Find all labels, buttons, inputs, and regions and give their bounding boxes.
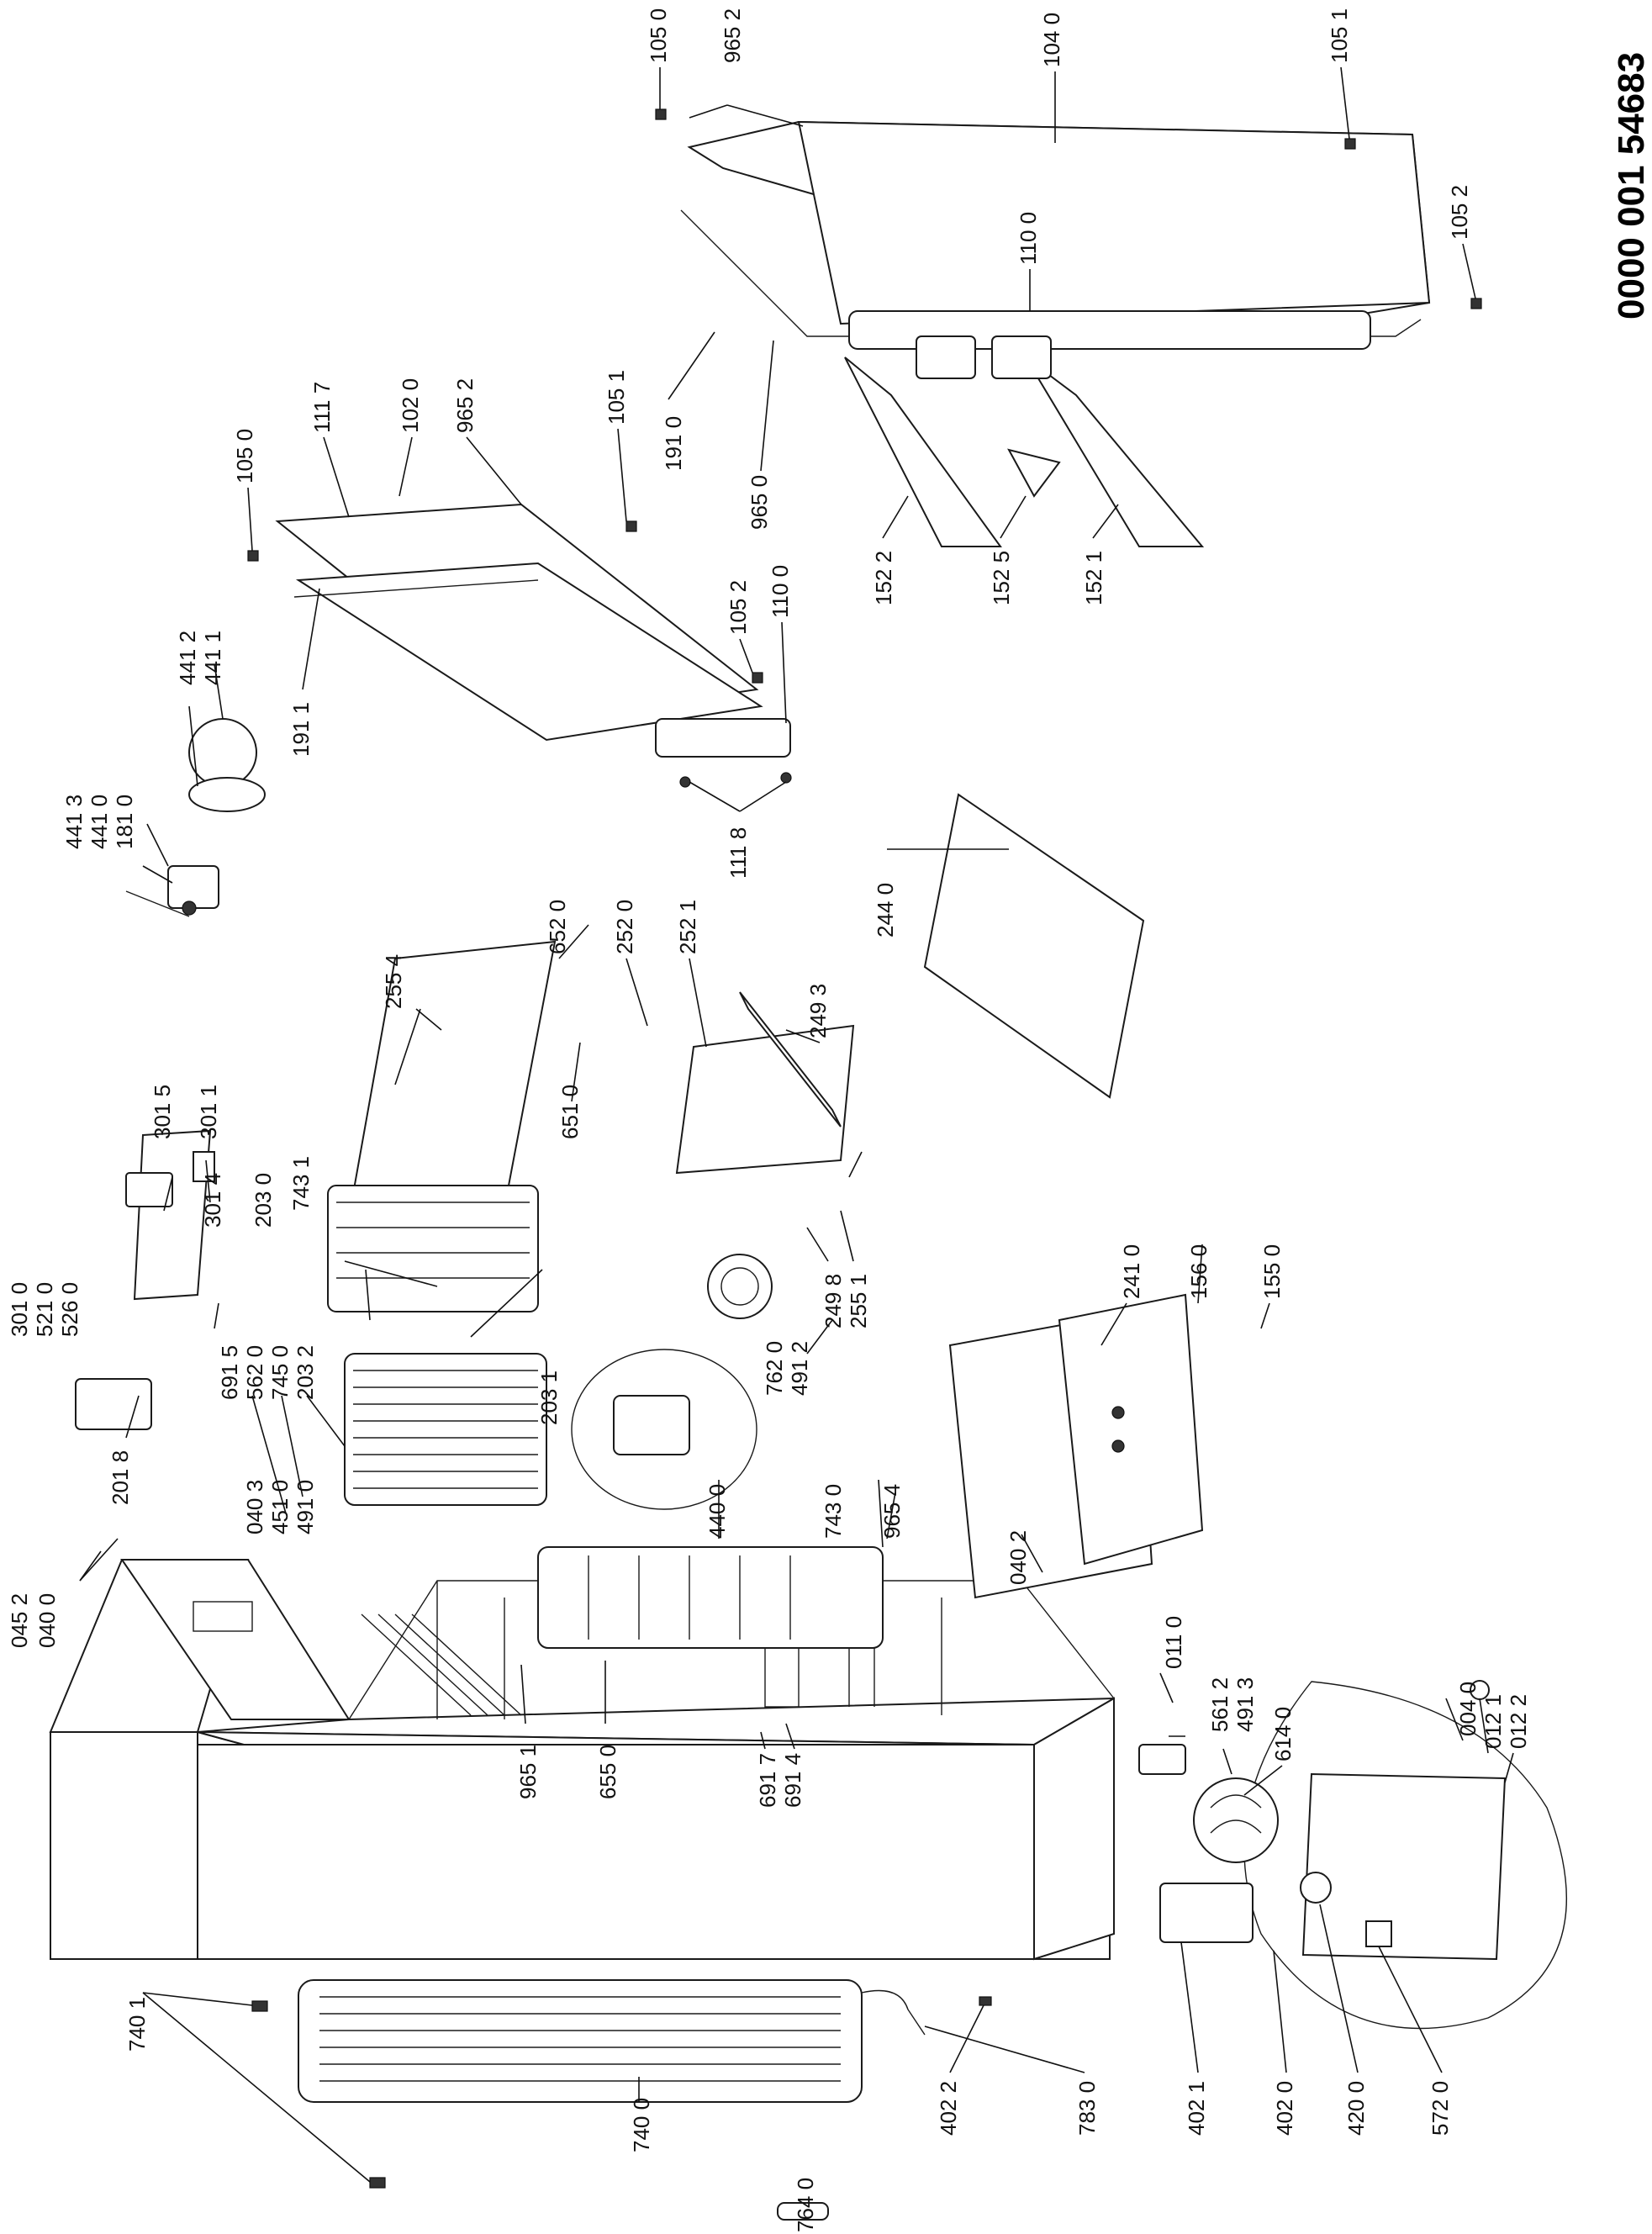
- label-965-0: 965 0: [747, 475, 772, 530]
- fan-motor: [125, 718, 266, 917]
- label-572-0: 572 0: [1428, 2081, 1453, 2136]
- fridge-door: [680, 120, 1431, 547]
- label-301-5: 301 5: [150, 1085, 175, 1139]
- part-labels: 104 0 965 2 105 0 105 1 105 2 110 0 191 …: [7, 8, 1531, 2232]
- label-249-3: 249 3: [805, 984, 831, 1038]
- label-255-4: 255 4: [381, 954, 406, 1009]
- label-252-1: 252 1: [675, 900, 700, 954]
- label-562-0: 562 0: [242, 1345, 267, 1400]
- label-691-4: 691 4: [780, 1753, 805, 1808]
- label-040-0: 040 0: [34, 1593, 60, 1648]
- label-244-0: 244 0: [873, 883, 898, 937]
- air-duct: [537, 1546, 884, 1649]
- label-252-0: 252 0: [612, 900, 637, 954]
- label-301-1: 301 1: [196, 1085, 221, 1139]
- label-040-2: 040 2: [1005, 1530, 1031, 1585]
- label-203-0: 203 0: [251, 1173, 276, 1228]
- label-402-1: 402 1: [1184, 2081, 1209, 2136]
- label-110-0-freezer: 110 0: [768, 565, 793, 618]
- label-561-2: 561 2: [1207, 1677, 1232, 1732]
- label-764-0: 764 0: [793, 2178, 818, 2232]
- label-691-5: 691 5: [217, 1345, 242, 1400]
- label-012-1: 012 1: [1480, 1694, 1506, 1749]
- label-743-1: 743 1: [288, 1156, 314, 1211]
- label-965-2-door: 965 2: [720, 8, 745, 63]
- label-201-8: 201 8: [108, 1450, 133, 1505]
- condenser: [298, 1979, 926, 2103]
- label-740-0: 740 0: [629, 2098, 654, 2152]
- label-105-2-freezer: 105 2: [726, 580, 751, 635]
- label-105-1-door: 105 1: [1327, 8, 1352, 63]
- fan-bracket-assembly: [571, 1254, 773, 1510]
- label-762-0: 762 0: [762, 1341, 787, 1396]
- label-402-2: 402 2: [936, 2081, 961, 2136]
- label-181-0: 181 0: [112, 795, 137, 849]
- label-012-2: 012 2: [1506, 1694, 1531, 1749]
- label-105-0-door: 105 0: [646, 8, 671, 63]
- label-691-7: 691 7: [755, 1753, 780, 1808]
- label-301-0: 301 0: [7, 1282, 32, 1337]
- label-105-1-freezer: 105 1: [604, 370, 629, 425]
- label-111-8: 111 8: [726, 827, 751, 879]
- label-745-0: 745 0: [267, 1345, 293, 1400]
- label-203-2: 203 2: [293, 1345, 318, 1400]
- label-152-1: 152 1: [1081, 551, 1106, 605]
- label-441-1: 441 1: [200, 631, 225, 685]
- label-651-0: 651 0: [557, 1085, 583, 1139]
- label-249-8: 249 8: [821, 1274, 846, 1328]
- label-491-3: 491 3: [1232, 1677, 1258, 1732]
- label-241-0: 241 0: [1119, 1244, 1144, 1299]
- label-111-7: 111 7: [309, 382, 335, 433]
- label-191-0: 191 0: [661, 416, 686, 471]
- label-451-0: 451 0: [267, 1480, 293, 1534]
- document-id: 0000 001 54683: [1611, 52, 1652, 320]
- label-155-0: 155 0: [1259, 1244, 1285, 1299]
- label-655-0: 655 0: [595, 1745, 620, 1799]
- crisper-drawer: [948, 1293, 1204, 1599]
- label-491-0: 491 0: [293, 1480, 318, 1534]
- label-152-5: 152 5: [989, 551, 1014, 605]
- label-526-0: 526 0: [57, 1282, 82, 1337]
- label-011-0: 011 0: [1161, 1616, 1186, 1669]
- freezer-door: [275, 503, 791, 758]
- label-965-4: 965 4: [879, 1484, 905, 1539]
- label-740-1: 740 1: [124, 1997, 150, 2052]
- label-102-0: 102 0: [398, 378, 423, 433]
- label-191-1: 191 1: [288, 702, 314, 757]
- label-441-2: 441 2: [175, 631, 200, 685]
- label-652-0: 652 0: [545, 900, 570, 954]
- label-105-2-door: 105 2: [1447, 185, 1472, 240]
- label-441-0: 441 0: [87, 795, 112, 849]
- label-301-4: 301 4: [200, 1173, 225, 1228]
- evaporator: [327, 1185, 547, 1506]
- small-fittings: [247, 108, 1482, 2221]
- label-255-1: 255 1: [846, 1274, 871, 1328]
- label-203-1: 203 1: [536, 1371, 562, 1425]
- label-965-1: 965 1: [515, 1745, 541, 1799]
- label-110-0-door: 110 0: [1016, 212, 1041, 265]
- label-440-0: 440 0: [705, 1484, 730, 1539]
- glass-shelves: [351, 793, 1145, 1196]
- label-783-0: 783 0: [1074, 2081, 1100, 2136]
- label-614-0: 614 0: [1270, 1707, 1296, 1761]
- label-491-2: 491 2: [787, 1341, 812, 1396]
- label-045-2: 045 2: [7, 1593, 32, 1648]
- label-441-3: 441 3: [61, 795, 87, 849]
- label-743-0: 743 0: [821, 1484, 846, 1539]
- label-152-2: 152 2: [871, 551, 896, 605]
- leader-lines: [79, 66, 1514, 2183]
- label-965-2-freezer: 965 2: [452, 378, 478, 433]
- label-156-0: 156 0: [1186, 1244, 1211, 1299]
- label-105-0-freezer: 105 0: [232, 429, 257, 483]
- control-panel: [75, 1129, 215, 1430]
- compressor-area: [1138, 1680, 1568, 2030]
- label-040-3: 040 3: [242, 1480, 267, 1534]
- label-402-0: 402 0: [1272, 2081, 1297, 2136]
- cabinet-body: [49, 1559, 1115, 1961]
- label-004-0: 004 0: [1455, 1682, 1480, 1736]
- label-420-0: 420 0: [1343, 2081, 1369, 2136]
- label-521-0: 521 0: [32, 1282, 57, 1337]
- label-104-0: 104 0: [1039, 13, 1064, 67]
